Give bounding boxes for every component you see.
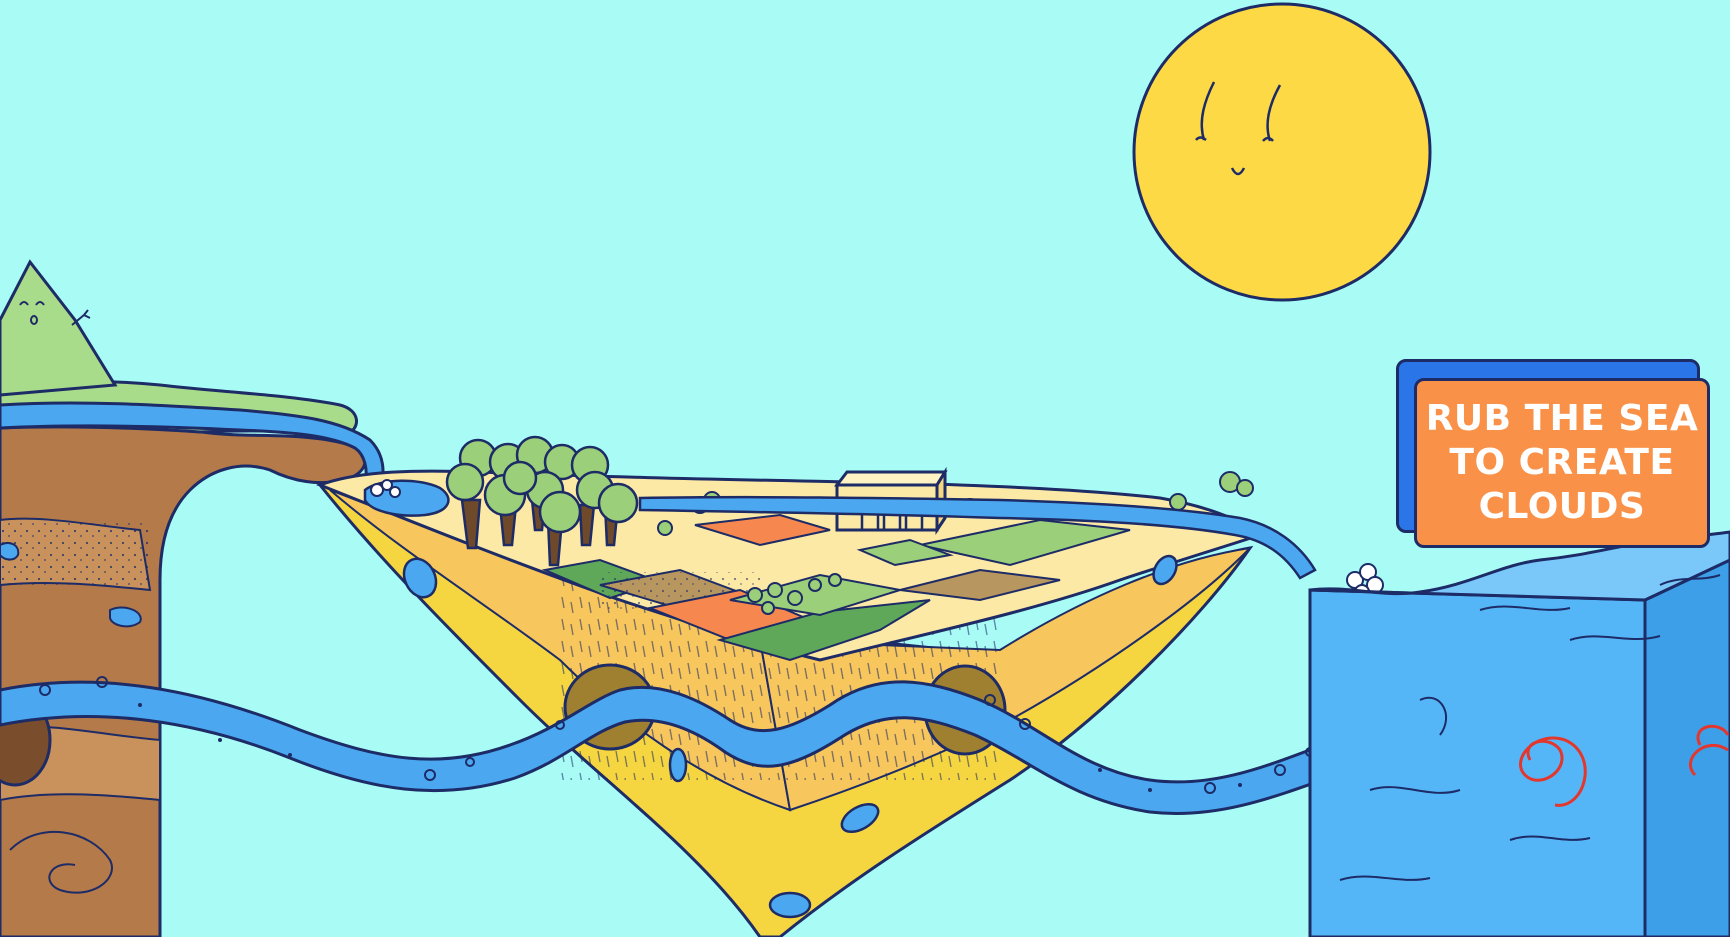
sea-side-face[interactable]	[1645, 560, 1730, 937]
rub-sea-hint-card[interactable]: RUB THE SEA TO CREATE CLOUDS	[1414, 378, 1710, 548]
cliff-sand-layer	[0, 520, 150, 590]
sun[interactable]	[1134, 4, 1430, 300]
mountain[interactable]	[0, 262, 115, 395]
left-cliff	[0, 262, 383, 937]
hint-line-1: RUB THE SEA	[1426, 397, 1699, 441]
sun-disc[interactable]	[1134, 4, 1430, 300]
sea-front-face[interactable]	[1310, 590, 1645, 937]
sea-block[interactable]	[1310, 532, 1730, 937]
cliff-drip	[0, 543, 18, 559]
cliff-rock	[0, 416, 365, 937]
floating-island	[320, 437, 1383, 937]
hint-line-3: CLOUDS	[1479, 485, 1646, 529]
hint-line-2: TO CREATE	[1449, 441, 1674, 485]
